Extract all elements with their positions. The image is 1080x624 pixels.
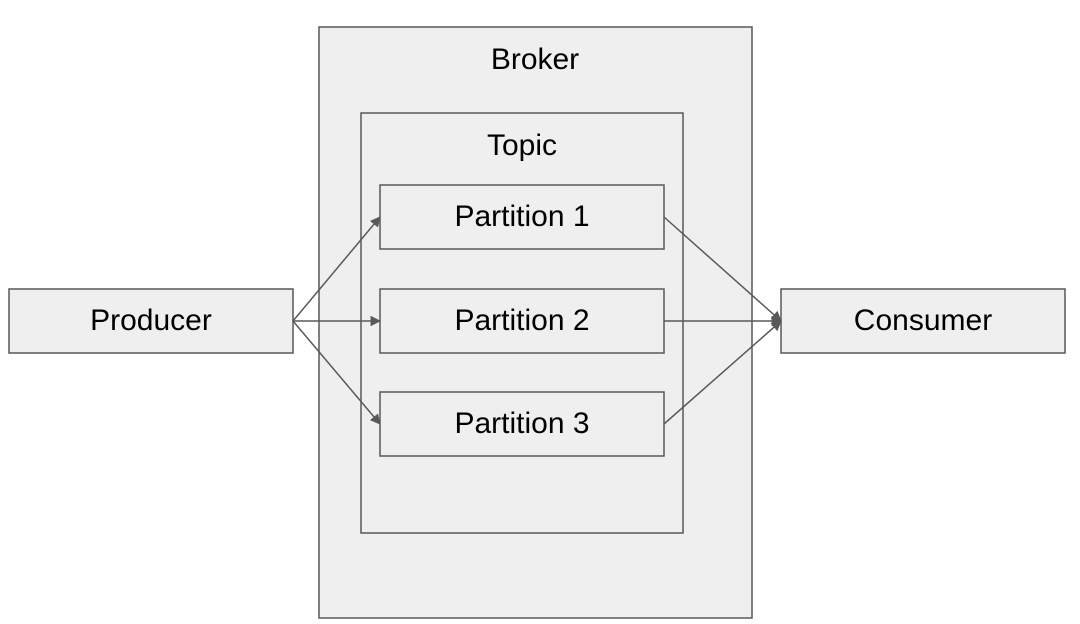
edge-partition-3-consumer: [663, 320, 782, 425]
producer-node: Producer: [8, 288, 294, 354]
broker-label: Broker: [491, 43, 579, 76]
edge-partition-1-consumer: [663, 216, 782, 322]
edge-producer-partition-1: [292, 216, 381, 322]
partition-3-node: Partition 3: [379, 391, 665, 457]
partition-3-label: Partition 3: [454, 407, 589, 440]
edge-producer-partition-3: [292, 320, 381, 425]
consumer-node: Consumer: [780, 288, 1066, 354]
partition-1-node: Partition 1: [379, 184, 665, 250]
partition-1-label: Partition 1: [454, 200, 589, 233]
producer-label: Producer: [90, 304, 212, 337]
partition-2-node: Partition 2: [379, 288, 665, 354]
topic-label: Topic: [487, 129, 557, 162]
partition-2-label: Partition 2: [454, 304, 589, 337]
consumer-box: [780, 288, 1066, 354]
partition-3-box: [379, 391, 665, 457]
producer-box: [8, 288, 294, 354]
partition-2-box: [379, 288, 665, 354]
consumer-label: Consumer: [854, 304, 992, 337]
